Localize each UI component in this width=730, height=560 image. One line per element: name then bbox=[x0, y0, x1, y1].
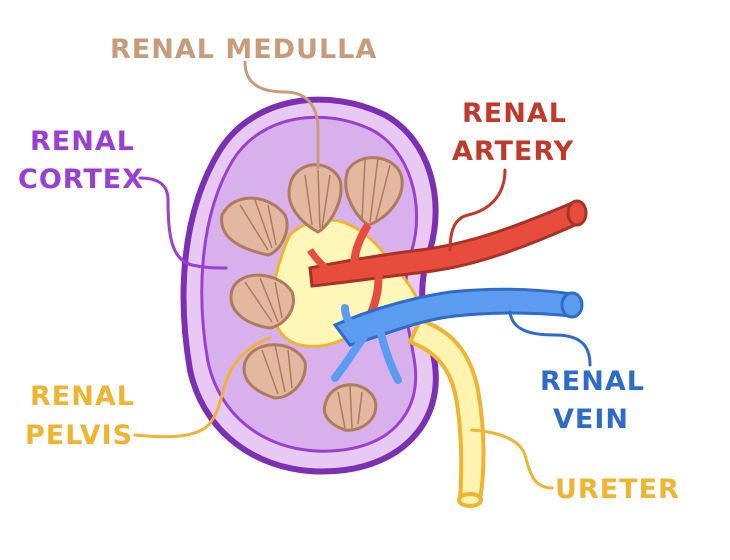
vein-branches bbox=[331, 304, 402, 384]
leader-ureter bbox=[470, 428, 554, 490]
pyramid-1 bbox=[287, 163, 343, 234]
pyramid-4 bbox=[229, 273, 295, 330]
pyramid-3 bbox=[220, 196, 289, 257]
label-renal-pelvis-line1: RENAL bbox=[30, 381, 135, 412]
leader-renal-vein bbox=[508, 310, 592, 367]
label-renal-medulla: RENAL MEDULLA bbox=[110, 34, 377, 65]
pyramid-5 bbox=[242, 343, 307, 400]
renal-artery-end bbox=[566, 199, 588, 227]
label-renal-cortex-line1: RENAL bbox=[30, 126, 135, 157]
pyramid-striations bbox=[239, 157, 391, 429]
leader-renal-artery bbox=[448, 168, 507, 252]
label-renal-vein-line2: VEIN bbox=[553, 404, 629, 435]
leader-renal-medulla bbox=[243, 60, 320, 170]
renal-vein-end bbox=[560, 291, 584, 319]
label-ureter: URETER bbox=[555, 474, 680, 505]
label-renal-artery-line1: RENAL bbox=[462, 98, 567, 129]
pyramid-6 bbox=[322, 383, 378, 432]
label-renal-cortex-line2: CORTEX bbox=[18, 164, 144, 195]
leader-renal-cortex bbox=[138, 176, 228, 270]
label-renal-vein-line1: RENAL bbox=[540, 366, 645, 397]
ureter-end bbox=[457, 492, 483, 508]
label-renal-artery-line2: ARTERY bbox=[452, 136, 574, 167]
label-renal-pelvis-line2: PELVIS bbox=[25, 420, 133, 451]
leader-renal-pelvis bbox=[133, 336, 272, 439]
